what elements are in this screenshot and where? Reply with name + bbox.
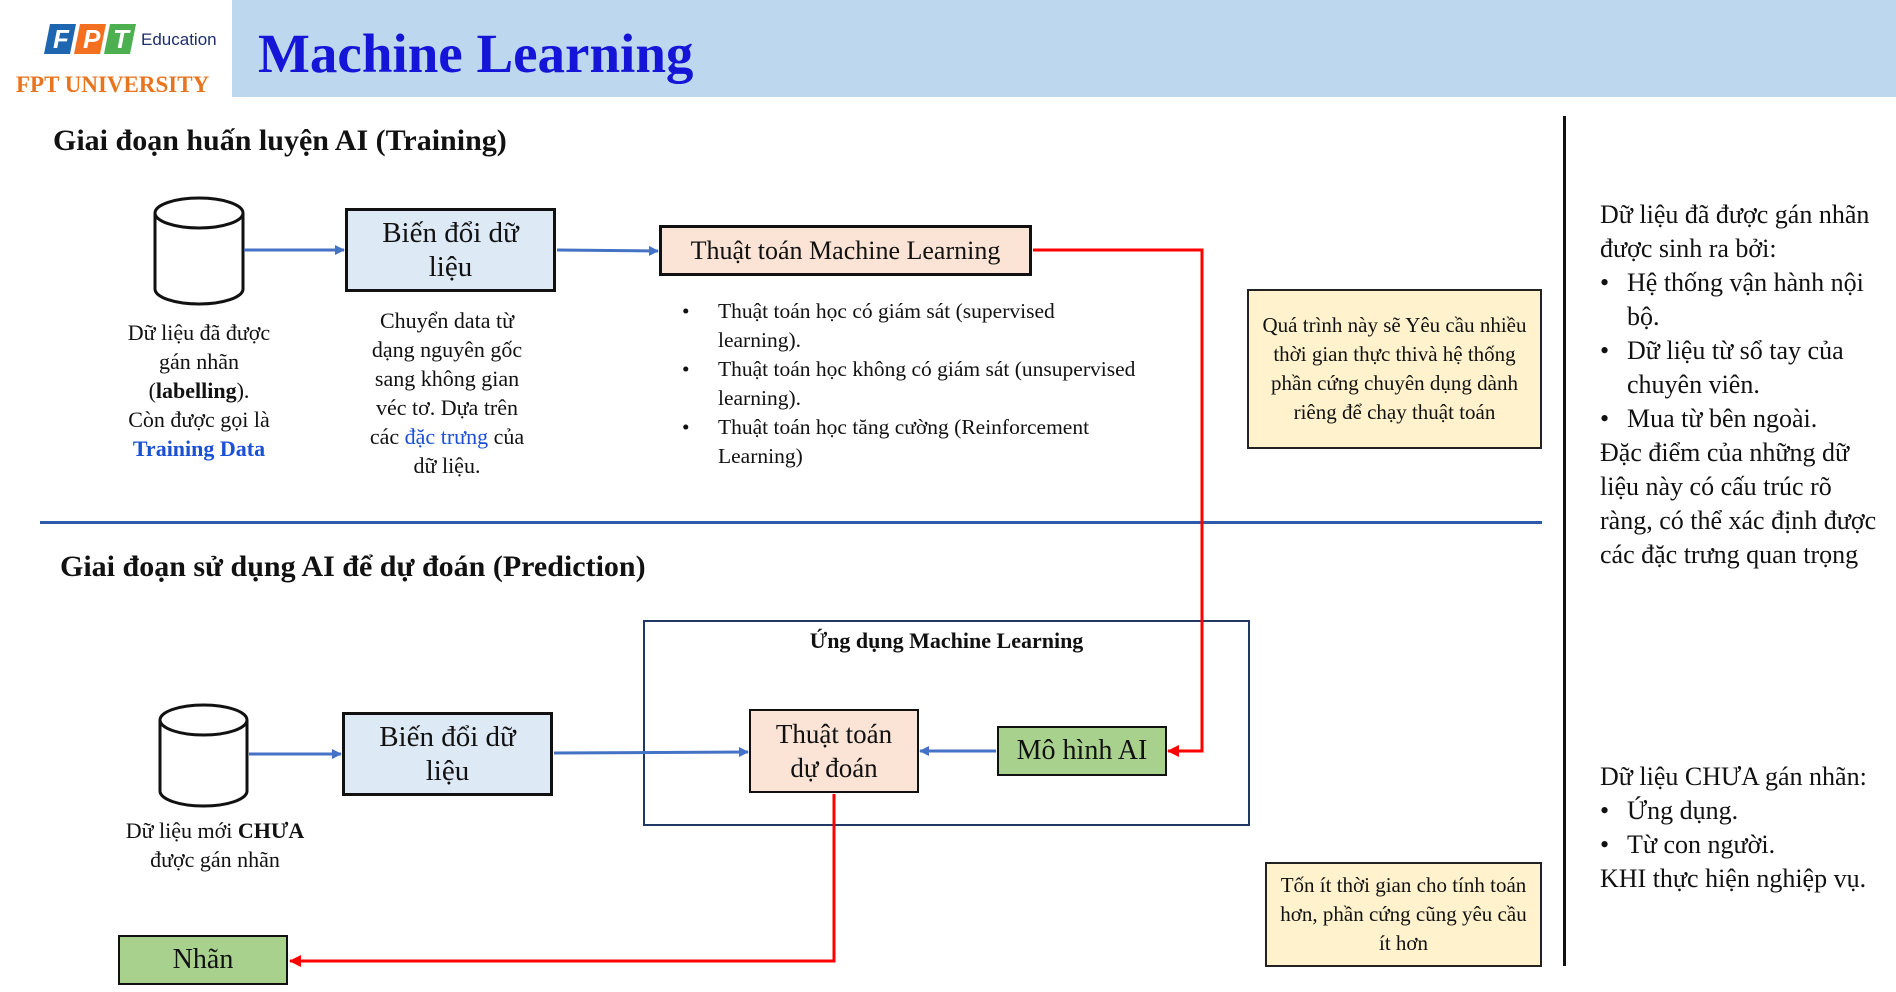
training-transform-label: Biến đổi dữ liệu bbox=[382, 217, 519, 283]
header-band bbox=[232, 0, 1896, 97]
prediction-database-icon bbox=[158, 703, 249, 808]
training-note: Quá trình này sẽ Yêu cầu nhiều thời gian… bbox=[1247, 289, 1542, 449]
transform-caption-line: các đặc trưng của bbox=[352, 422, 542, 451]
unlabeled-term: CHƯA bbox=[237, 818, 305, 843]
prediction-data-caption-line: được gán nhãn bbox=[150, 847, 280, 872]
svg-text:P: P bbox=[83, 24, 101, 54]
prediction-note: Tốn ít thời gian cho tính toán hơn, phần… bbox=[1265, 862, 1542, 967]
training-data-caption-line: Dữ liệu đã được bbox=[127, 320, 271, 345]
arrow-predict-to-label bbox=[289, 794, 836, 967]
prediction-algorithm-box: Thuật toán dự đoán bbox=[749, 709, 919, 793]
ai-model-box: Mô hình AI bbox=[997, 726, 1167, 776]
logo-university-text: FPT UNIVERSITY bbox=[16, 72, 210, 97]
training-data-caption-line: (labelling). bbox=[148, 378, 250, 403]
labeled-data-intro: Dữ liệu đã được gán nhãn được sinh ra bở… bbox=[1600, 200, 1870, 263]
unlabeled-data-sidebar: Dữ liệu CHƯA gán nhãn: Ứng dụng. Từ con … bbox=[1600, 760, 1880, 896]
sidebar-divider bbox=[1563, 116, 1566, 966]
ml-algorithm-label: Thuật toán Machine Learning bbox=[690, 235, 1001, 265]
prediction-section-title: Giai đoạn sử dụng AI để dự đoán (Predict… bbox=[60, 550, 646, 583]
unlabeled-source-item: Từ con người. bbox=[1600, 828, 1880, 862]
svg-text:T: T bbox=[113, 24, 131, 54]
labeled-source-item: Dữ liệu từ sổ tay của chuyên viên. bbox=[1600, 334, 1890, 402]
algorithm-type-item: Thuật toán học không có giám sát (unsupe… bbox=[672, 355, 1142, 413]
arrow-transform-to-algorithm bbox=[556, 245, 659, 256]
unlabeled-data-sources: Ứng dụng. Từ con người. bbox=[1600, 794, 1880, 862]
training-data-caption-line: Còn được gọi là bbox=[128, 407, 270, 432]
labeled-data-outro: Đặc điểm của những dữ liệu này có cấu tr… bbox=[1600, 438, 1877, 569]
training-data-term: Training Data bbox=[132, 436, 266, 461]
transform-caption-line: Chuyển data từ bbox=[379, 308, 515, 333]
ml-application-frame bbox=[643, 620, 1250, 826]
training-database-icon bbox=[153, 196, 245, 306]
algorithm-type-item: Thuật toán học có giám sát (supervised l… bbox=[672, 297, 1142, 355]
prediction-data-caption-line: Dữ liệu mới CHƯA bbox=[100, 816, 330, 845]
prediction-transform-box: Biến đổi dữ liệu bbox=[342, 712, 553, 796]
ml-application-label: Ứng dụng Machine Learning bbox=[809, 628, 1084, 653]
algorithm-type-item: Thuật toán học tăng cường (Reinforcement… bbox=[672, 413, 1142, 471]
arrow-algorithm-to-model bbox=[1033, 248, 1204, 757]
fpt-education-logo: F P T Education FPT UNIVERSITY bbox=[16, 24, 217, 97]
training-section-title: Giai đoạn huấn luyện AI (Training) bbox=[53, 124, 507, 157]
transform-caption-pre: các bbox=[369, 424, 400, 449]
prediction-data-caption-pre: Dữ liệu mới bbox=[125, 818, 233, 843]
prediction-algorithm-label: Thuật toán dự đoán bbox=[775, 719, 893, 783]
unlabeled-data-intro: Dữ liệu CHƯA gán nhãn: bbox=[1600, 762, 1867, 791]
unlabeled-data-outro: KHI thực hiện nghiệp vụ. bbox=[1600, 864, 1867, 893]
prediction-transform-label: Biến đổi dữ liệu bbox=[379, 721, 516, 787]
ai-model-label: Mô hình AI bbox=[1016, 735, 1148, 766]
section-divider bbox=[40, 521, 1542, 524]
training-data-caption: Dữ liệu đã được gán nhãn (labelling). Cò… bbox=[100, 318, 298, 463]
prediction-data-caption: Dữ liệu mới CHƯA được gán nhãn bbox=[100, 816, 330, 874]
transform-caption-post: của bbox=[493, 424, 525, 449]
ml-algorithm-box: Thuật toán Machine Learning bbox=[659, 225, 1032, 276]
algorithm-types-list: Thuật toán học có giám sát (supervised l… bbox=[672, 297, 1142, 471]
transform-caption-line: dạng nguyên gốc bbox=[371, 337, 523, 362]
page-title: Machine Learning bbox=[258, 23, 694, 84]
unlabeled-source-item: Ứng dụng. bbox=[1600, 794, 1880, 828]
transform-caption: Chuyển data từ dạng nguyên gốc sang khôn… bbox=[352, 306, 542, 480]
logo-education-text: Education bbox=[141, 30, 217, 49]
transform-caption-line: véc tơ. Dựa trên bbox=[375, 395, 519, 420]
arrow-transform-to-predict bbox=[553, 747, 749, 758]
label-output-box: Nhãn bbox=[118, 935, 288, 985]
labeled-data-sidebar: Dữ liệu đã được gán nhãn được sinh ra bở… bbox=[1600, 198, 1890, 572]
transform-caption-line: sang không gian bbox=[374, 366, 520, 391]
svg-text:F: F bbox=[53, 24, 70, 54]
feature-term: đặc trưng bbox=[404, 424, 489, 449]
labeled-source-item: Hệ thống vận hành nội bộ. bbox=[1600, 266, 1890, 334]
labelling-term: labelling bbox=[155, 378, 237, 403]
training-data-caption-line: gán nhãn bbox=[158, 349, 240, 374]
training-transform-box: Biến đổi dữ liệu bbox=[345, 208, 556, 292]
labeled-data-sources: Hệ thống vận hành nội bộ. Dữ liệu từ sổ … bbox=[1600, 266, 1890, 436]
label-output-label: Nhãn bbox=[172, 944, 234, 975]
transform-caption-line: dữ liệu. bbox=[413, 453, 481, 478]
labeled-source-item: Mua từ bên ngoài. bbox=[1600, 402, 1890, 436]
fpt-brand-mark: F P T bbox=[44, 24, 136, 54]
